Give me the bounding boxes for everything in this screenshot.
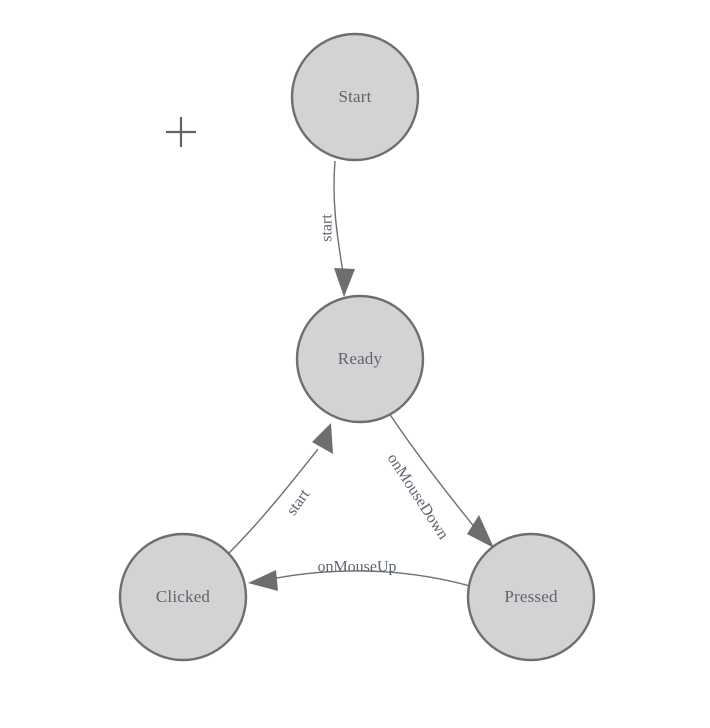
edge-clicked-to-ready-path bbox=[228, 448, 319, 554]
node-ready-label: Ready bbox=[338, 349, 383, 368]
edge-clicked-to-ready-arrowhead bbox=[312, 423, 333, 454]
edge-label-pressed-to-clicked: onMouseUp bbox=[317, 559, 396, 576]
edge-ready-to-pressed-arrowhead bbox=[467, 515, 494, 548]
edge-ready-to-pressed-path bbox=[388, 412, 481, 535]
node-pressed-circle bbox=[466, 532, 596, 662]
edge-start-to-ready[interactable] bbox=[333, 160, 355, 297]
edge-ready-to-pressed[interactable] bbox=[388, 412, 494, 548]
edge-pressed-to-clicked[interactable] bbox=[248, 570, 471, 591]
edge-start-to-ready-arrowhead bbox=[334, 268, 355, 297]
plus-crosshair-marker[interactable] bbox=[166, 117, 196, 147]
node-pressed[interactable]: Pressed bbox=[466, 532, 596, 662]
edge-pressed-to-clicked-arrowhead bbox=[248, 570, 278, 591]
node-ready[interactable]: Ready bbox=[295, 294, 425, 424]
edge-label-ready-to-pressed: onMouseDown bbox=[384, 451, 452, 543]
node-ready-circle bbox=[295, 294, 425, 424]
edge-pressed-to-clicked-path bbox=[265, 570, 471, 587]
node-start[interactable]: Start bbox=[290, 32, 420, 162]
node-clicked-circle bbox=[118, 532, 248, 662]
node-start-circle bbox=[290, 32, 420, 162]
node-clicked-label: Clicked bbox=[156, 587, 211, 606]
edge-label-clicked-to-ready: start bbox=[283, 486, 313, 519]
node-clicked[interactable]: Clicked bbox=[118, 532, 248, 662]
edge-label-start-to-ready: start bbox=[319, 214, 336, 242]
edge-clicked-to-ready[interactable] bbox=[228, 423, 333, 554]
node-start-label: Start bbox=[338, 87, 371, 106]
node-pressed-label: Pressed bbox=[504, 587, 558, 606]
